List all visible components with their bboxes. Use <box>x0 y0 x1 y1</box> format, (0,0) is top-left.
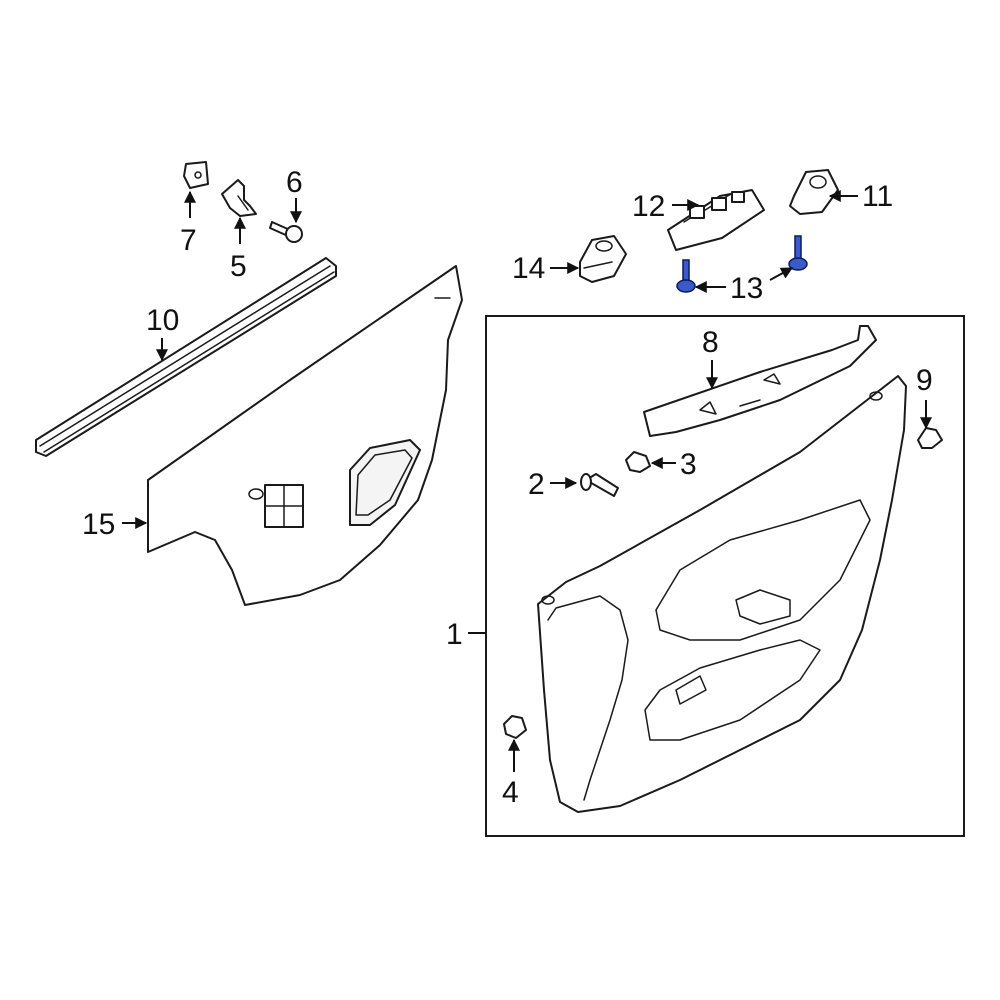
part-door-trim-panel[interactable] <box>537 375 907 813</box>
leader-13-right <box>769 267 794 281</box>
part-screws-13[interactable] <box>676 235 808 293</box>
part-clip-7[interactable] <box>183 161 209 189</box>
screw-13-left <box>682 259 690 283</box>
screw-13-left-head <box>676 279 696 293</box>
callout-8: 8 <box>702 326 719 359</box>
callout-11: 11 <box>862 180 893 213</box>
callout-13: 13 <box>730 272 763 305</box>
part-clip-9[interactable] <box>917 427 943 449</box>
part-armrest-bracket-8[interactable] <box>643 325 877 437</box>
screw-13-right-head <box>788 257 808 271</box>
screw-13-right <box>794 235 802 261</box>
callout-15: 15 <box>82 508 115 541</box>
part-screw-6[interactable] <box>269 221 303 243</box>
callout-5: 5 <box>230 250 247 283</box>
callout-14: 14 <box>512 252 545 285</box>
callout-9: 9 <box>916 364 933 397</box>
part-screw-2[interactable] <box>580 473 619 497</box>
assembly-frame <box>485 315 965 837</box>
part-bracket-5[interactable] <box>221 179 257 217</box>
part-window-switch-12[interactable] <box>667 189 765 251</box>
callout-3: 3 <box>680 448 697 481</box>
callout-10: 10 <box>146 304 179 337</box>
part-water-shield[interactable] <box>147 265 463 606</box>
callout-4: 4 <box>502 776 519 809</box>
callout-6: 6 <box>286 166 303 199</box>
part-switch-14[interactable] <box>579 235 627 283</box>
callout-1: 1 <box>446 618 463 651</box>
part-clip-4[interactable] <box>503 715 527 739</box>
part-switch-11[interactable] <box>789 169 839 215</box>
part-weatherstrip[interactable] <box>35 257 337 457</box>
callout-7: 7 <box>180 224 197 257</box>
part-clip-3[interactable] <box>625 451 651 473</box>
callout-12: 12 <box>632 190 665 223</box>
callout-2: 2 <box>528 468 545 501</box>
